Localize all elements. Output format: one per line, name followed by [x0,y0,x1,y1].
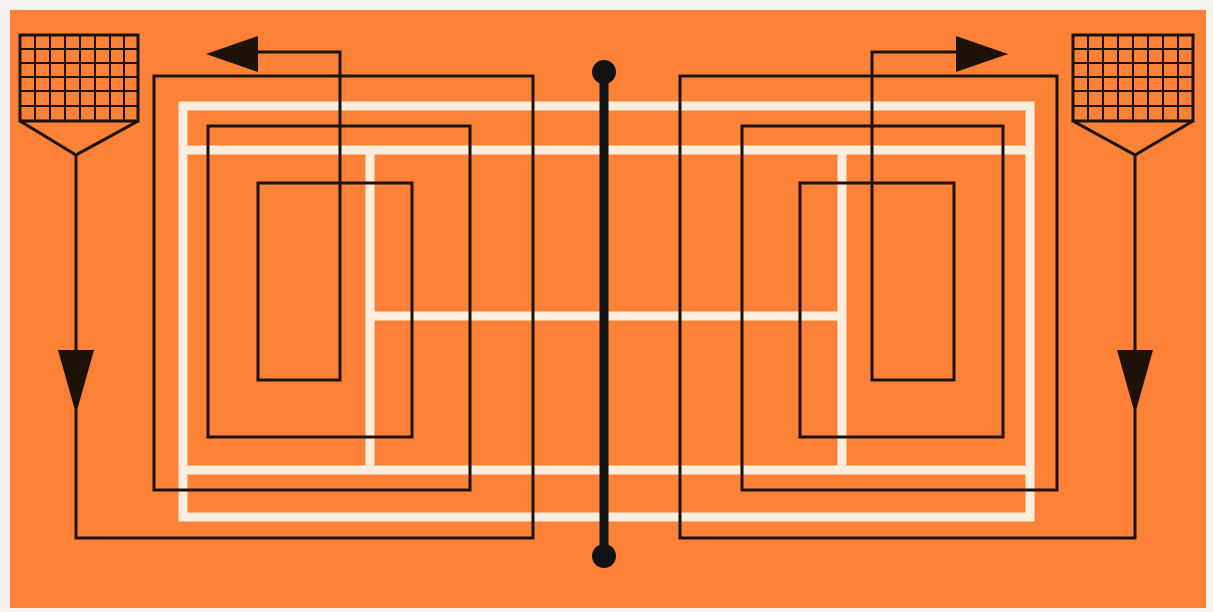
net-post-top [592,60,616,84]
net-post-bottom [592,544,616,568]
